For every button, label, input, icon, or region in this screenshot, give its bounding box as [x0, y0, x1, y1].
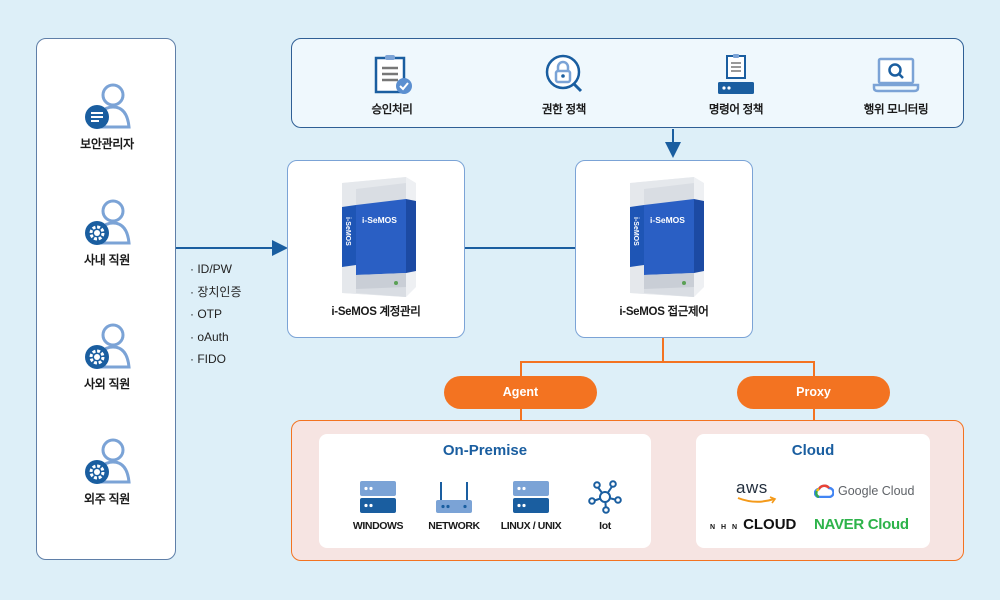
google-cloud-logo: Google Cloud: [814, 484, 914, 498]
box-title: i-SeMOS: [650, 215, 685, 225]
system-label: Iot: [599, 520, 611, 532]
policy-label: 승인처리: [371, 104, 413, 116]
nhn-prefix-text: N H N: [710, 524, 740, 531]
auth-method-item: · OTP: [190, 307, 222, 321]
aws-logo: aws: [736, 478, 780, 504]
iot-network-icon: [588, 480, 622, 514]
policy-permission: 권한 정책: [504, 53, 624, 117]
user-label: 사외 직원: [84, 377, 130, 391]
system-label: NETWORK: [428, 520, 480, 532]
policy-label: 행위 모니터링: [863, 104, 929, 116]
product-box-image: i-SeMOS i-SeMOS: [342, 177, 416, 297]
users-panel: 보안관리자 사내 직원 사외 직원 외주 직원: [36, 38, 176, 560]
auth-method-item: · oAuth: [190, 329, 229, 344]
system-windows: WINDOWS: [333, 480, 423, 532]
agent-mode-button[interactable]: Agent: [444, 376, 597, 409]
user-security-admin: 보안관리자: [37, 81, 177, 152]
laptop-search-icon: [872, 57, 920, 93]
google-cloud-icon: [814, 484, 834, 498]
system-iot: Iot: [560, 480, 650, 532]
server-icon: [513, 481, 549, 513]
router-icon: [436, 482, 472, 513]
user-label: 외주 직원: [84, 492, 130, 506]
proxy-mode-button[interactable]: Proxy: [737, 376, 890, 409]
policy-command: 명령어 정책: [676, 53, 796, 117]
cloud-card: Cloud aws Google Cloud N H N CLOUD NAVER…: [696, 434, 930, 548]
clipboard-check-icon: [374, 55, 412, 94]
auth-method-item: · FIDO: [190, 352, 226, 366]
auth-method-list: · ID/PW · 장치인증 · OTP · oAuth · FIDO: [190, 258, 242, 371]
user-outsourced-staff: 외주 직원: [37, 436, 177, 507]
system-linux-unix: LINUX / UNIX: [486, 480, 576, 532]
policy-monitoring: 행위 모니터링: [836, 53, 956, 117]
system-network: NETWORK: [409, 480, 499, 532]
user-label: 보안관리자: [80, 137, 134, 151]
policy-panel: 승인처리 권한 정책 명령어 정책 행위: [291, 38, 964, 128]
product-label: i-SeMOS 접근제어: [619, 306, 709, 318]
clipboard-server-icon: [718, 54, 754, 94]
aws-smile-icon: [737, 496, 777, 504]
user-label: 사내 직원: [84, 253, 130, 267]
user-internal-staff: 사내 직원: [37, 197, 177, 268]
product-account-management[interactable]: i-SeMOS i-SeMOS i-SeMOS 계정관리: [287, 160, 465, 338]
server-icon: [360, 481, 396, 513]
user-gear-icon: [85, 199, 131, 245]
product-access-control[interactable]: i-SeMOS i-SeMOS i-SeMOS 접근제어: [575, 160, 753, 338]
on-premise-title: On-Premise: [442, 442, 528, 459]
policy-label: 명령어 정책: [708, 104, 764, 116]
policy-label: 권한 정책: [541, 104, 586, 116]
nhn-cloud-text: CLOUD: [743, 516, 797, 533]
user-gear-icon: [85, 438, 131, 484]
box-side-text: i-SeMOS: [632, 217, 639, 246]
cloud-title: Cloud: [791, 442, 835, 459]
google-cloud-text: Google Cloud: [838, 484, 915, 498]
product-label: i-SeMOS 계정관리: [331, 306, 421, 318]
system-label: WINDOWS: [352, 520, 404, 532]
system-label: LINUX / UNIX: [500, 520, 562, 532]
auth-method-item: · ID/PW: [190, 262, 232, 276]
naver-cloud-logo: NAVER Cloud: [814, 516, 909, 533]
nhn-cloud-logo: N H N CLOUD: [710, 516, 796, 533]
user-document-icon: [85, 83, 131, 129]
aws-logo-text: aws: [736, 478, 768, 497]
access-to-modes-line: [520, 338, 664, 376]
on-premise-card: On-Premise WINDOWS NETWORK: [319, 434, 651, 548]
product-box-image: i-SeMOS i-SeMOS: [630, 177, 704, 297]
user-external-staff: 사외 직원: [37, 321, 177, 392]
policy-approval: 승인처리: [332, 53, 452, 117]
auth-method-item: · 장치인증: [190, 284, 242, 299]
box-side-text: i-SeMOS: [344, 217, 351, 246]
box-title: i-SeMOS: [362, 215, 397, 225]
lock-search-icon: [545, 54, 583, 93]
user-gear-icon: [85, 323, 131, 369]
environment-panel: On-Premise WINDOWS NETWORK: [291, 420, 964, 561]
